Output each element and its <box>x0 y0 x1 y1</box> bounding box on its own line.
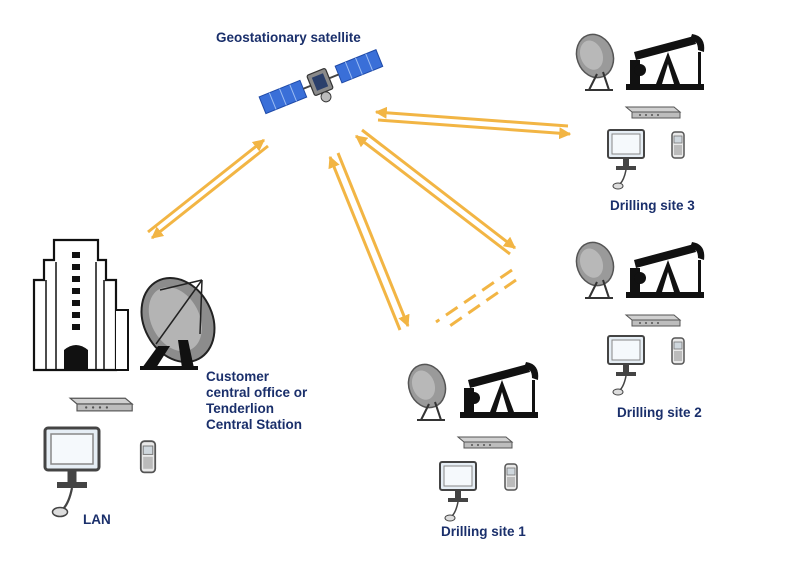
small-dish-icon <box>569 28 621 91</box>
phone-icon <box>671 337 685 365</box>
small-dish-icon <box>569 236 621 299</box>
link-central-satellite <box>147 138 269 240</box>
monitor-icon <box>439 461 477 522</box>
central-office-label-line4: Central Station <box>206 417 303 432</box>
phone-icon <box>139 440 157 474</box>
site1-label: Drilling site 1 <box>441 524 526 539</box>
link-site1-satellite <box>328 152 410 331</box>
link-site3-satellite <box>374 106 572 140</box>
large-dish-icon <box>140 276 216 370</box>
modem-icon <box>625 106 681 119</box>
satellite-label: Geostationary satellite <box>216 30 361 45</box>
pump-jack-icon <box>626 34 705 90</box>
central-office-label-line3: Tenderlion <box>206 401 275 416</box>
monitor-icon <box>607 335 645 396</box>
drilling-site-3 <box>569 28 705 190</box>
phone-icon <box>504 463 518 491</box>
site2-label: Drilling site 2 <box>617 405 702 420</box>
modem-icon <box>625 314 681 327</box>
monitor-icon <box>607 129 645 190</box>
drilling-site-1 <box>401 358 539 522</box>
lan-label: LAN <box>83 512 111 527</box>
central-office-label-line1: Customer <box>206 369 270 384</box>
pump-jack-icon <box>460 362 539 418</box>
modem-icon <box>457 436 513 449</box>
small-dish-icon <box>401 358 453 421</box>
central-office-label-line2: central office or <box>206 385 308 400</box>
link-site1-site2-dashed <box>435 268 517 332</box>
central-office-label: Customer central office or Tenderlion Ce… <box>206 369 307 433</box>
site3-label: Drilling site 3 <box>610 198 695 213</box>
phone-icon <box>671 131 685 159</box>
satellite-icon <box>258 49 384 115</box>
monitor-icon <box>43 426 101 518</box>
drilling-site-2 <box>569 236 705 396</box>
link-site2-satellite <box>355 128 516 256</box>
modem-icon <box>69 397 133 412</box>
pump-jack-icon <box>626 242 705 298</box>
office-building-icon <box>32 238 129 372</box>
lan-equipment <box>43 397 157 518</box>
